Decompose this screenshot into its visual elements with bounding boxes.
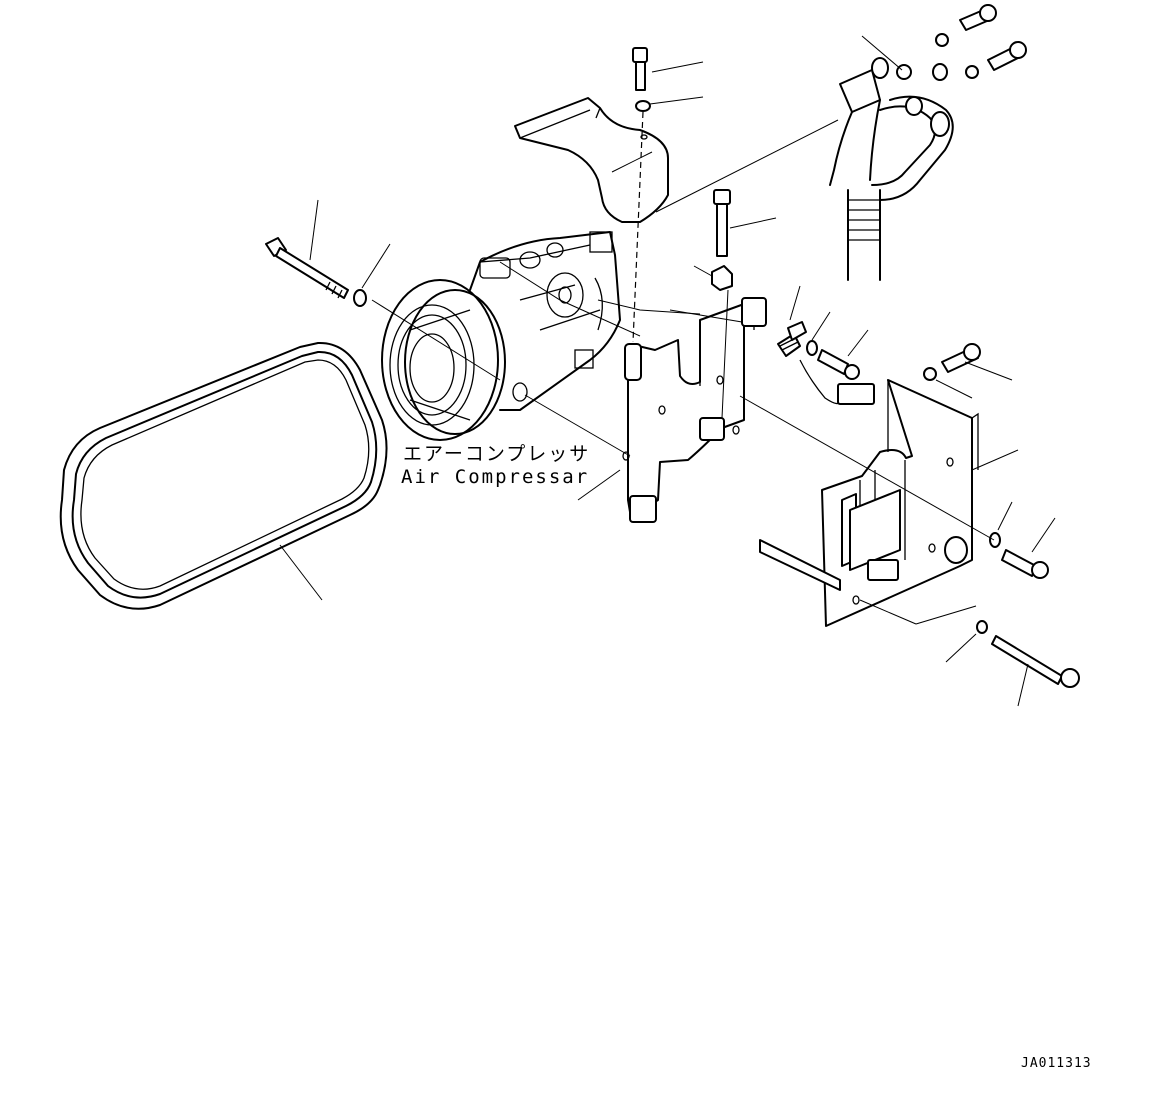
part-label-japanese: エアーコンプレッサ bbox=[403, 443, 591, 465]
washers bbox=[353, 96, 1013, 663]
part-label-english: Air Compressar bbox=[401, 466, 590, 488]
bolts bbox=[265, 4, 1080, 707]
drive-belt bbox=[59, 341, 388, 610]
nut bbox=[693, 265, 733, 291]
mounting-plate bbox=[759, 379, 1019, 627]
refrigerant-hoses bbox=[829, 35, 954, 281]
compressor-bracket bbox=[577, 297, 767, 523]
assembly-lines bbox=[371, 111, 995, 625]
drawing-id: JA011313 bbox=[1021, 1056, 1092, 1071]
belt-cover bbox=[514, 97, 669, 223]
wire-connector bbox=[777, 285, 875, 405]
